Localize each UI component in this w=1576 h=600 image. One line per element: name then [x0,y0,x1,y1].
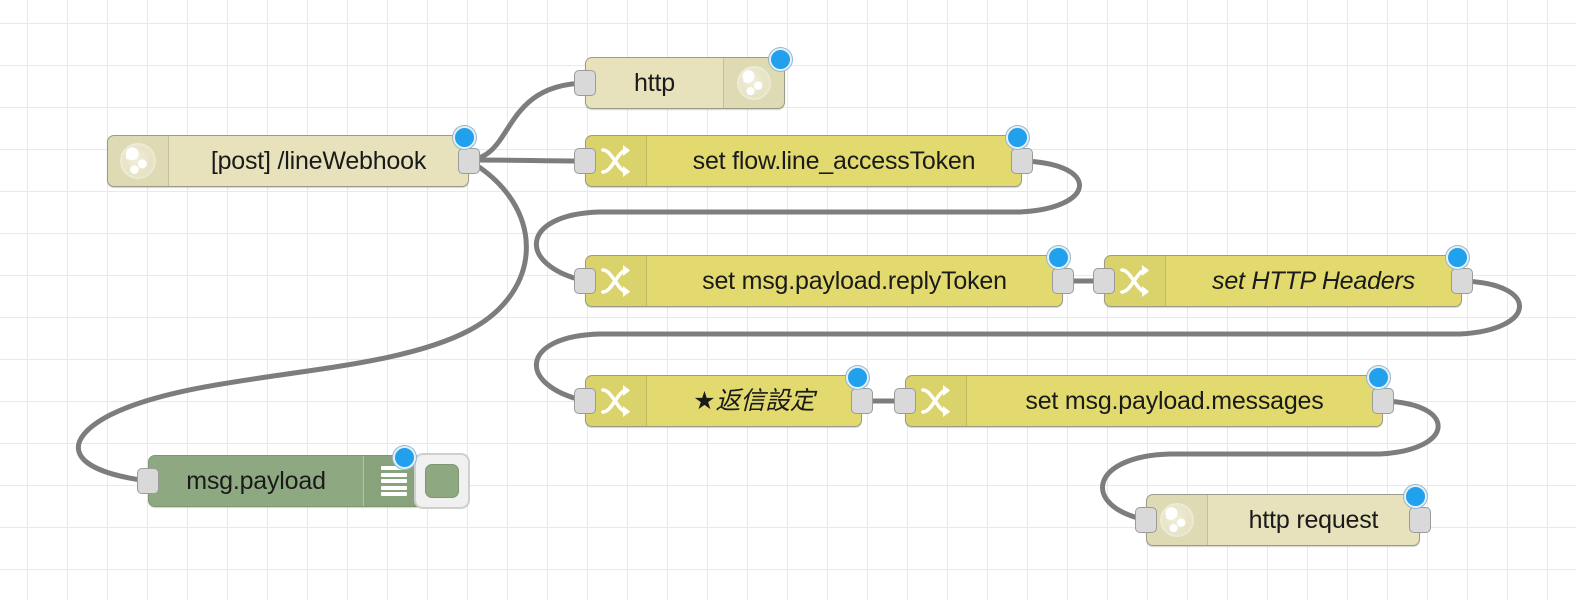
node-reply-settings[interactable]: ★返信設定 [574,366,873,427]
debug-toggle-indicator [425,464,459,498]
status-dot [393,446,416,469]
node-body: set HTTP Headers [1166,256,1461,306]
output-port[interactable] [1409,507,1431,533]
node-label: msg.payload [186,466,326,495]
node-http-request[interactable]: http request [1135,485,1431,546]
status-dot [453,126,476,149]
node-body: http [586,58,723,108]
wire-httpin-to-accesstoken [465,157,588,164]
node-http-response[interactable]: http [574,48,792,109]
status-dot [1006,126,1029,149]
node-set-http-headers[interactable]: set HTTP Headers [1093,246,1473,307]
input-port[interactable] [574,148,596,174]
node-icon-tray [1105,256,1166,306]
node-http-in[interactable]: [post] /lineWebhook [107,126,480,187]
input-port[interactable] [137,468,159,494]
node-icon-tray [906,376,967,426]
debug-toggle-button[interactable] [414,453,470,509]
input-port[interactable] [574,388,596,414]
node-label: set msg.payload.messages [1025,386,1324,415]
globe-icon [1160,503,1194,537]
output-port[interactable] [851,388,873,414]
input-port[interactable] [1093,268,1115,294]
node-label: set HTTP Headers [1212,266,1415,295]
node-body: http request [1208,495,1419,545]
node-body: msg.payload [149,456,363,506]
status-dot [1047,246,1070,269]
node-set-messages[interactable]: set msg.payload.messages [894,366,1394,427]
swirl-icon [601,145,630,177]
node-body: ★返信設定 [647,376,861,426]
output-port[interactable] [1451,268,1473,294]
output-port[interactable] [1052,268,1074,294]
node-icon-tray [723,58,784,108]
input-port[interactable] [894,388,916,414]
status-dot [846,366,869,389]
node-label: set flow.line_accessToken [692,146,976,175]
globe-icon [737,66,771,100]
node-icon-tray [586,256,647,306]
node-label: set msg.payload.replyToken [702,266,1007,295]
output-port[interactable] [1372,388,1394,414]
node-icon-tray [1147,495,1208,545]
node-label: ★返信設定 [693,386,815,415]
status-dot [1367,366,1390,389]
wire-httpin-to-httpresponse [465,80,588,163]
swirl-icon [601,385,630,417]
status-dot [769,48,792,71]
node-body: set msg.payload.messages [967,376,1382,426]
status-dot [1404,485,1427,508]
node-set-reply-token[interactable]: set msg.payload.replyToken [574,246,1074,307]
node-label: [post] /lineWebhook [210,146,427,175]
node-icon-tray [108,136,169,186]
input-port[interactable] [1135,507,1157,533]
input-port[interactable] [574,268,596,294]
node-body: [post] /lineWebhook [169,136,468,186]
wire-httpin-to-debug [76,157,529,484]
node-body: set msg.payload.replyToken [647,256,1062,306]
node-icon-tray [363,456,424,506]
input-port[interactable] [574,70,596,96]
node-label: http [634,68,675,97]
swirl-icon [1120,265,1149,297]
node-label: http request [1248,505,1379,534]
swirl-icon [601,265,630,297]
output-port[interactable] [458,148,480,174]
node-debug[interactable]: msg.payload [137,446,470,509]
debug-lines-icon [381,466,407,496]
node-set-access-token[interactable]: set flow.line_accessToken [574,126,1033,187]
status-dot [1446,246,1469,269]
node-icon-tray [586,136,647,186]
node-body: set flow.line_accessToken [647,136,1021,186]
globe-icon [120,143,156,179]
output-port[interactable] [1011,148,1033,174]
node-icon-tray [586,376,647,426]
swirl-icon [921,385,950,417]
